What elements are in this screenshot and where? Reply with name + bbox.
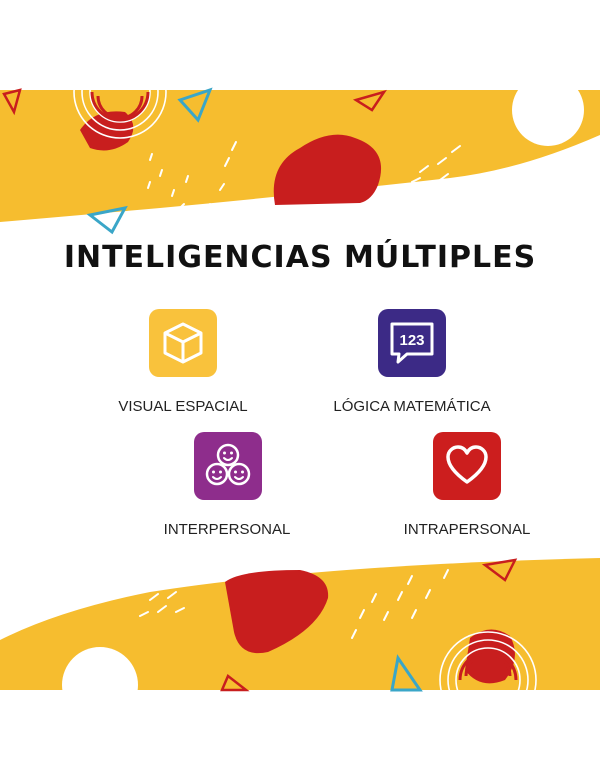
group-faces-icon	[205, 443, 251, 486]
intrapersonal-label: INTRAPERSONAL	[403, 521, 531, 538]
numbers-chat-icon: 123	[390, 322, 434, 364]
bottom-decorative-banner	[0, 558, 600, 775]
visual-espacial-label: VISUAL ESPACIAL	[118, 398, 248, 415]
cube-icon	[163, 322, 203, 364]
interpersonal-tile	[194, 432, 262, 500]
interpersonal-label: INTERPERSONAL	[163, 521, 291, 538]
page-title: INTELIGENCIAS MÚLTIPLES	[63, 240, 537, 275]
logica-matematica-tile: 123	[378, 309, 446, 377]
heart-icon	[446, 445, 488, 484]
intrapersonal-tile	[433, 432, 501, 500]
visual-espacial-tile	[149, 309, 217, 377]
logica-matematica-label: LÓGICA MATEMÁTICA	[333, 398, 491, 415]
numbers-text: 123	[399, 332, 424, 349]
top-decorative-banner	[0, 45, 600, 235]
